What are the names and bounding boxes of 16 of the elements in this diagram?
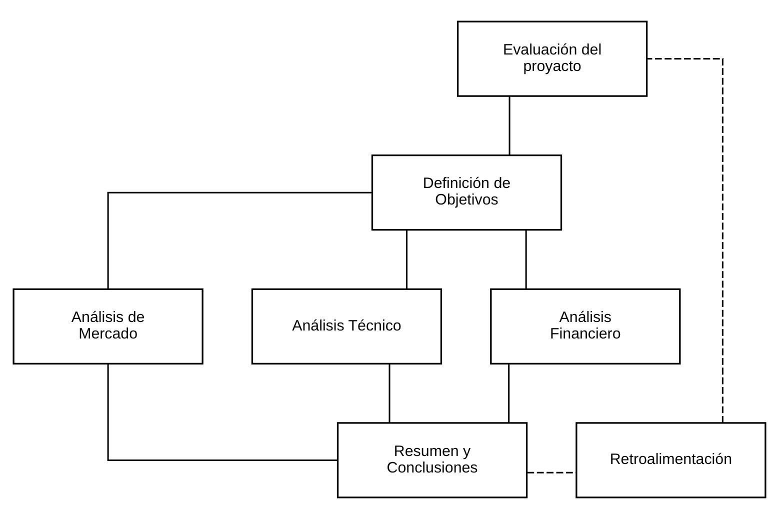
node-box: Análisis Financiero: [490, 288, 681, 364]
connector: [107, 192, 372, 290]
node-box: Retroalimentación: [576, 422, 766, 498]
connector: [527, 472, 576, 474]
connector: [388, 364, 390, 423]
node-box: Análisis Técnico: [251, 288, 442, 364]
node-box: Análisis de Mercado: [12, 288, 204, 364]
connector: [406, 230, 408, 289]
node-box: Evaluación del proyacto: [456, 20, 648, 97]
connector: [646, 58, 724, 423]
node-box: Definición de Objetivos: [371, 154, 562, 231]
connector: [508, 96, 510, 156]
connector: [525, 230, 527, 289]
node-box: Resumen y Conclusiones: [336, 422, 528, 498]
connector: [508, 364, 510, 423]
connector: [107, 364, 338, 461]
